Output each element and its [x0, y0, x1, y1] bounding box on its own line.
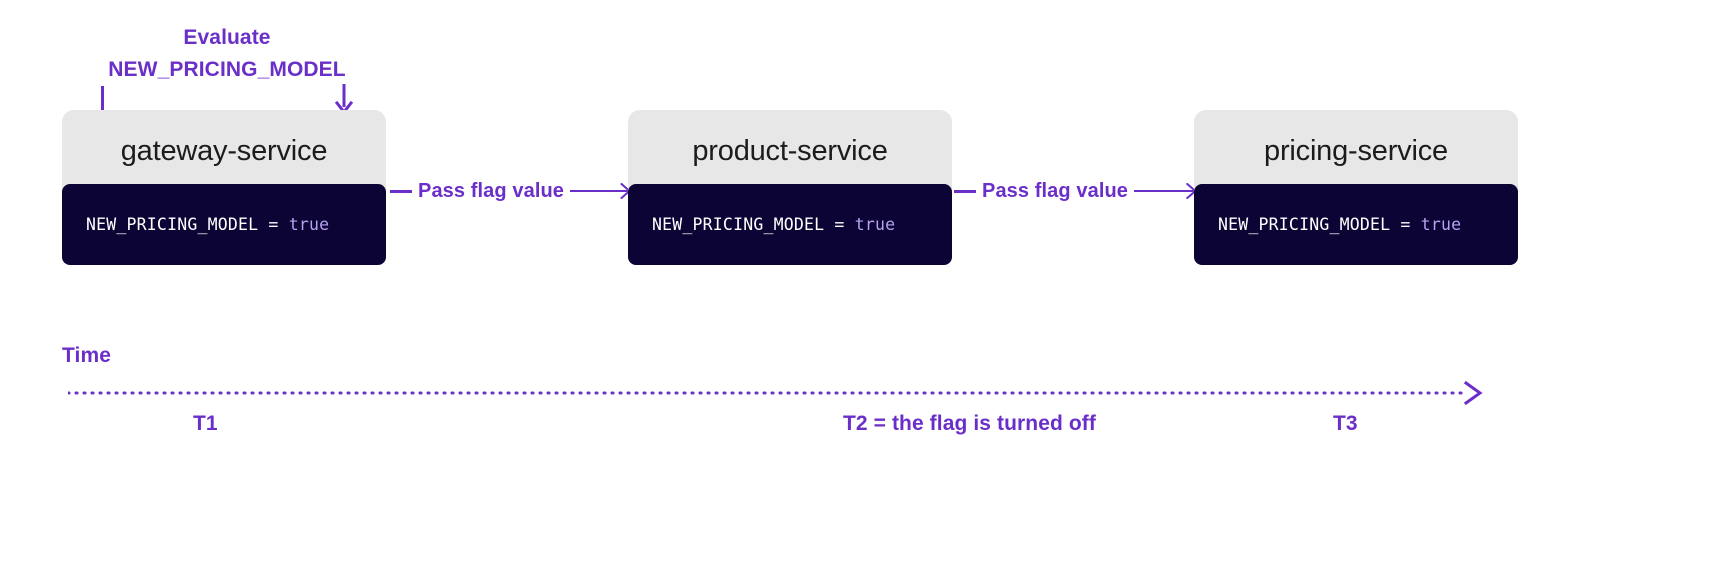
annotation-tick-line: [101, 86, 104, 111]
service-title: product-service: [692, 134, 888, 167]
flag-value: true: [1420, 215, 1462, 234]
service-code-block: NEW_PRICING_MODEL = true: [62, 184, 386, 265]
annotation-line-1: Evaluate: [183, 26, 271, 49]
flag-value: true: [288, 215, 330, 234]
service-header: gateway-service: [62, 110, 386, 192]
service-flag-expression: NEW_PRICING_MODEL = true: [86, 215, 329, 234]
connector-label: Pass flag value: [418, 179, 565, 202]
service-code-block: NEW_PRICING_MODEL = true: [1194, 184, 1518, 265]
connector-label: Pass flag value: [982, 179, 1129, 202]
service-flag-expression: NEW_PRICING_MODEL = true: [1218, 215, 1461, 234]
service-card-gateway-service: gateway-service NEW_PRICING_MODEL = true: [62, 110, 386, 265]
flag-key: NEW_PRICING_MODEL =: [652, 215, 855, 234]
connector-gateway-to-product: Pass flag value: [390, 175, 630, 207]
connector-arrow-icon: [1134, 183, 1196, 199]
timeline-mark-t3: T3: [1333, 412, 1358, 435]
service-title: pricing-service: [1264, 134, 1448, 167]
flag-value: true: [854, 215, 896, 234]
flag-key: NEW_PRICING_MODEL =: [86, 215, 289, 234]
connector-stub: [954, 189, 976, 193]
connector-stub: [390, 189, 412, 193]
service-flag-expression: NEW_PRICING_MODEL = true: [652, 215, 895, 234]
evaluate-annotation: Evaluate NEW_PRICING_MODEL: [62, 22, 392, 85]
annotation-line-2: NEW_PRICING_MODEL: [108, 57, 346, 81]
timeline-axis: [68, 380, 1488, 406]
flag-key: NEW_PRICING_MODEL =: [1218, 215, 1421, 234]
service-code-block: NEW_PRICING_MODEL = true: [628, 184, 952, 265]
service-header: pricing-service: [1194, 110, 1518, 192]
service-card-pricing-service: pricing-service NEW_PRICING_MODEL = true: [1194, 110, 1518, 265]
timeline-mark-t2: T2 = the flag is turned off: [843, 412, 1096, 435]
timeline-title: Time: [62, 344, 112, 367]
service-card-product-service: product-service NEW_PRICING_MODEL = true: [628, 110, 952, 265]
service-header: product-service: [628, 110, 952, 192]
service-title: gateway-service: [120, 134, 328, 167]
connector-arrow-icon: [570, 183, 630, 199]
timeline-mark-t1: T1: [193, 412, 218, 435]
connector-product-to-pricing: Pass flag value: [954, 175, 1196, 207]
